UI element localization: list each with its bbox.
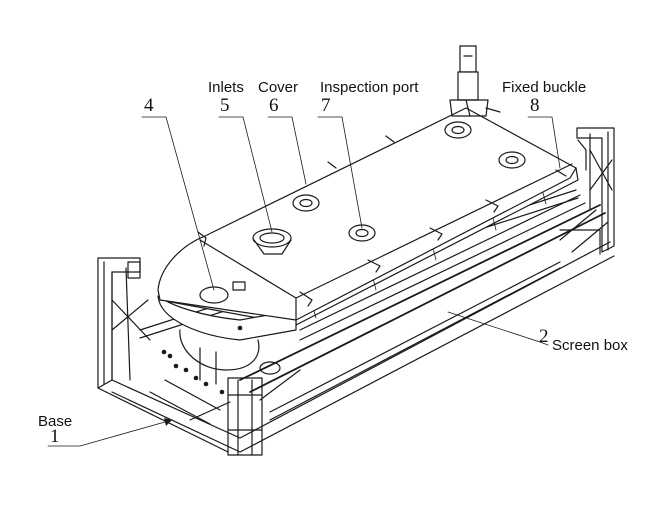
callout-2-label: Screen box [552,337,628,354]
fixed-buckle [449,45,501,117]
inspection-port-ring [348,224,376,242]
callout-6-number: 6 [269,95,279,116]
inlet-funnel [252,228,292,255]
callout-2-number: 2 [539,326,549,347]
inspection-port-ring [292,194,320,212]
callout-labels: 4 Inlets 5 Cover 6 Inspection port 7 Fix… [38,79,628,447]
inspection-port-ring [498,151,526,169]
inspection-port-ring [444,121,472,139]
callout-7-number: 7 [321,95,331,116]
callout-1-number: 1 [50,426,60,447]
callout-8-label: Fixed buckle [502,79,586,96]
callout-4-number: 4 [144,95,154,116]
callout-1-label: Base [38,413,72,430]
cover [157,107,577,321]
callout-8-number: 8 [530,95,540,116]
callout-5-label: Inlets [208,79,244,96]
callout-7-label: Inspection port [320,79,419,96]
callout-5-number: 5 [220,95,230,116]
item4-port [199,286,229,304]
callout-6-label: Cover [258,79,298,96]
leader-lines [47,116,561,447]
